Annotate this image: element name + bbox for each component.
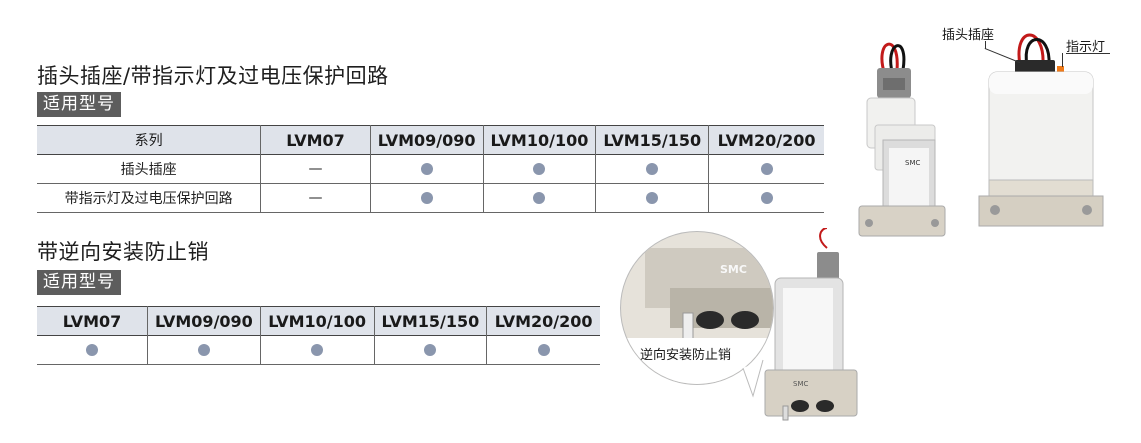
table2-header-col: LVM20/200 <box>486 306 600 336</box>
table1-cell <box>708 183 824 213</box>
valve-image-2 <box>978 33 1104 227</box>
available-dot <box>646 163 659 175</box>
available-dot <box>533 163 546 175</box>
table1-header-series: 系列 <box>37 125 261 155</box>
table1-row-label: 带指示灯及过电压保护回路 <box>64 191 233 207</box>
not-available-dash: — <box>308 161 323 177</box>
callout-pin: 逆向安装防止销 <box>640 348 732 363</box>
table2-cell <box>373 335 487 365</box>
available-dot <box>424 344 437 356</box>
not-available-dash: — <box>308 190 323 206</box>
table1-cell <box>482 154 596 184</box>
available-dot <box>646 192 659 204</box>
zoom-brand: SMC <box>720 263 747 276</box>
available-dot <box>86 344 99 356</box>
section2-title: 带逆向安装防止销 <box>37 240 209 264</box>
table2-header-col: LVM09/090 <box>147 306 261 336</box>
table1-cell: — <box>260 154 371 184</box>
available-dot <box>197 344 210 356</box>
pin-valve-brand: SMC <box>793 380 808 388</box>
table2-cell <box>486 335 600 365</box>
table1-header-col: LVM20/200 <box>708 125 824 155</box>
table1-header-col: LVM09/090 <box>369 125 484 155</box>
table1-row: 插头插座 — <box>37 154 824 184</box>
table1-cell <box>369 183 484 213</box>
table1-cell <box>708 154 824 184</box>
table1-cell <box>482 183 596 213</box>
available-dot <box>420 192 433 204</box>
table1-row-label: 插头插座 <box>120 162 177 178</box>
table1-header-row: 系列 LVM07 LVM09/090 LVM10/100 LVM15/150 L… <box>37 125 824 155</box>
available-dot <box>760 163 773 175</box>
section1-title: 插头插座/带指示灯及过电压保护回路 <box>37 64 389 88</box>
valve-pin-image: SMC SMC <box>620 228 858 421</box>
table2-header-row: LVM07 LVM09/090 LVM10/100 LVM15/150 LVM2… <box>37 306 600 336</box>
available-dot <box>760 192 773 204</box>
table1-cell: — <box>260 183 371 213</box>
table2-header-col: LVM15/150 <box>373 306 487 336</box>
compatibility-table-1: 系列 LVM07 LVM09/090 LVM10/100 LVM15/150 L… <box>37 125 824 213</box>
table1-cell <box>595 183 709 213</box>
callout-indicator: 指示灯 <box>1066 40 1106 55</box>
section2-badge: 适用型号 <box>37 270 121 295</box>
compatibility-table-2: LVM07 LVM09/090 LVM10/100 LVM15/150 LVM2… <box>37 306 600 365</box>
available-dot <box>311 344 324 356</box>
valve-1-brand: SMC <box>905 159 920 167</box>
table1-cell <box>595 154 709 184</box>
table1-row: 带指示灯及过电压保护回路 — <box>37 183 824 213</box>
table2-row <box>37 335 600 365</box>
available-dot <box>420 163 433 175</box>
table2-cell <box>147 335 261 365</box>
indicator-light <box>1057 66 1064 74</box>
callout-connector: 插头插座 <box>942 28 995 43</box>
table1-header-col: LVM10/100 <box>482 125 596 155</box>
table2-header-col: LVM07 <box>37 306 148 336</box>
section1-badge: 适用型号 <box>37 92 121 117</box>
valve-image-1: SMC <box>858 42 946 237</box>
table2-cell <box>37 336 148 365</box>
table2-header-col: LVM10/100 <box>259 306 374 336</box>
available-dot <box>533 192 546 204</box>
table2-cell <box>259 335 374 365</box>
available-dot <box>537 344 550 356</box>
table1-cell <box>369 154 484 184</box>
table1-header-col: LVM15/150 <box>595 125 709 155</box>
table1-header-col: LVM07 <box>260 125 371 155</box>
